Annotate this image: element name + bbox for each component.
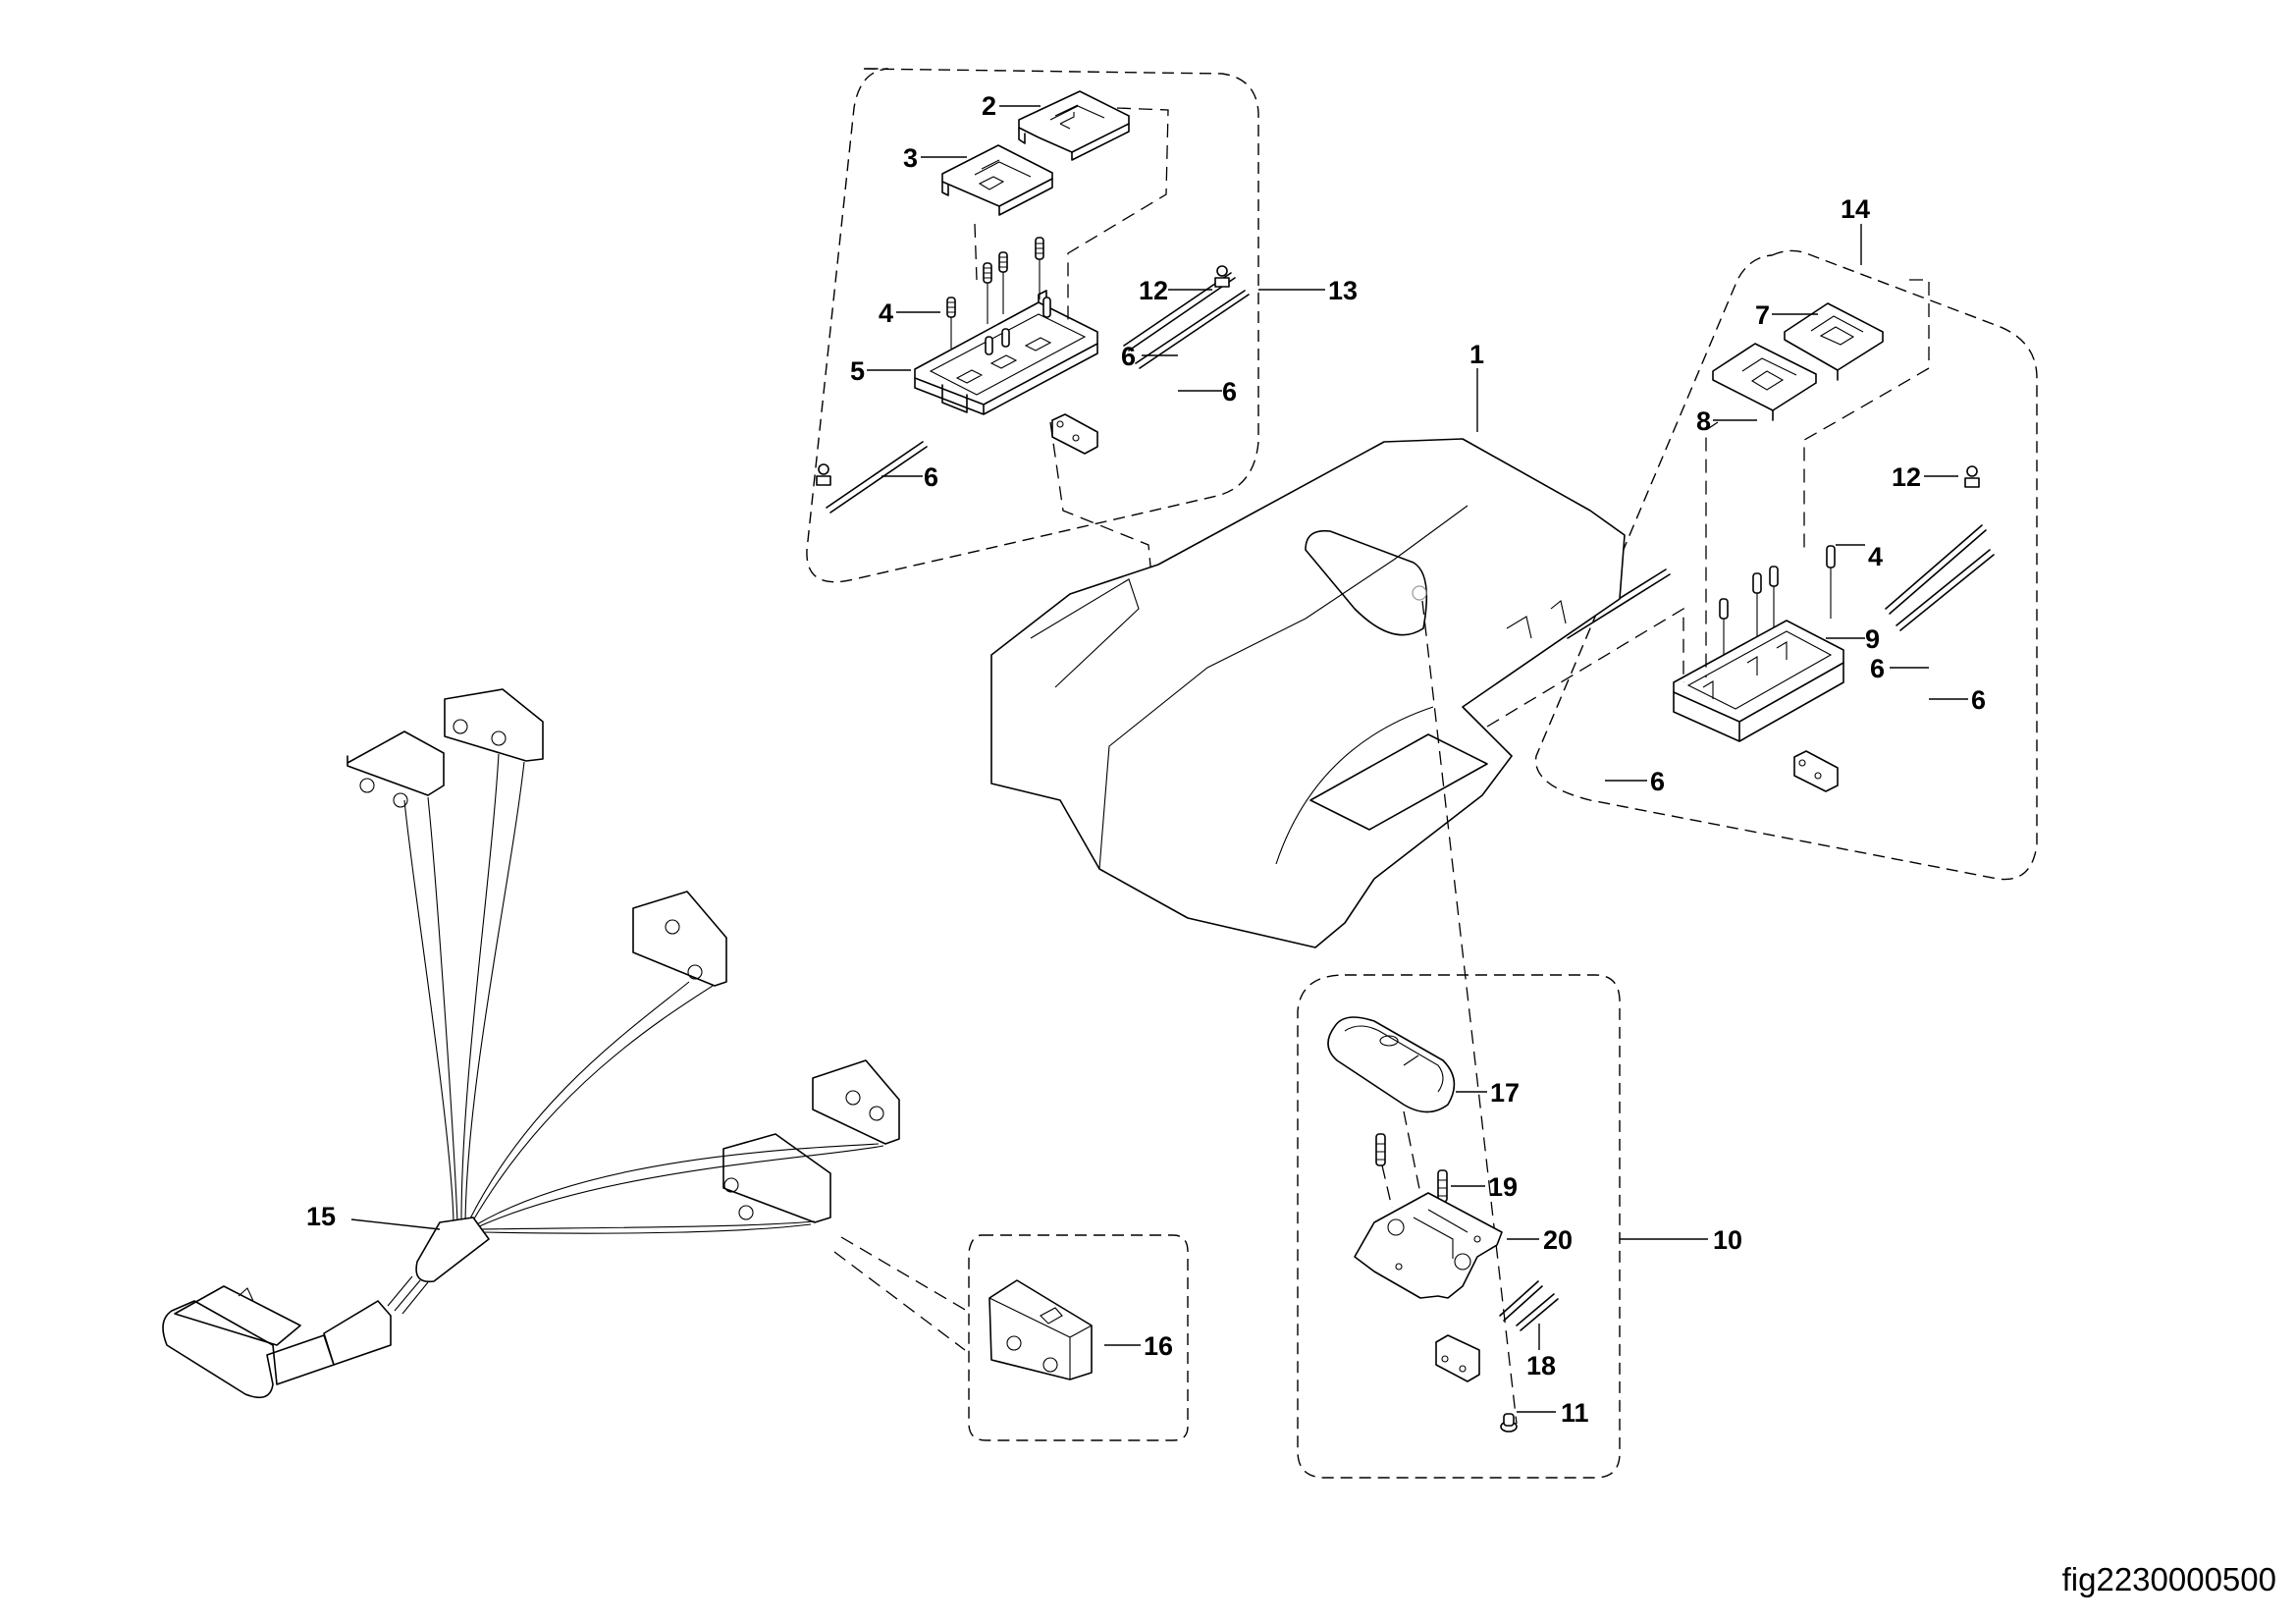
harness-micro-switch	[812, 1059, 900, 1145]
pins-group-14	[1563, 524, 1995, 639]
callout-3: 3	[903, 143, 918, 173]
callout-15: 15	[306, 1202, 336, 1231]
switch-carrier-9	[1673, 620, 1844, 742]
callout-6: 6	[1971, 685, 1986, 715]
callout-6: 6	[1222, 377, 1237, 406]
callout-7: 7	[1755, 300, 1770, 330]
group-13-boundary	[806, 68, 1259, 583]
micro-switch-group-10	[1435, 1334, 1480, 1382]
callout-11: 11	[1561, 1398, 1589, 1428]
clip-bottom-left	[816, 463, 831, 486]
micro-switch-16	[988, 1279, 1093, 1380]
callout-14: 14	[1841, 194, 1870, 224]
callout-16: 16	[1144, 1331, 1173, 1361]
callout-4: 4	[879, 298, 893, 328]
springs-group-13	[946, 237, 1044, 349]
pins-group-13	[826, 272, 1250, 514]
assembly-line	[1421, 600, 1518, 1425]
callout-9: 9	[1865, 624, 1880, 654]
callout-20: 20	[1543, 1225, 1573, 1255]
callout-6: 6	[1121, 342, 1136, 371]
callout-6: 6	[1870, 654, 1885, 683]
switch-carrier-5	[914, 290, 1098, 415]
callout-8: 8	[1696, 406, 1711, 436]
harness-connector	[162, 1275, 429, 1399]
figure-id: fig2230000500	[2061, 1561, 2276, 1597]
callout-12: 12	[1892, 462, 1921, 492]
assembly-line	[974, 107, 1169, 324]
switch-cover-2	[1018, 90, 1130, 161]
switch-cover-8	[1712, 343, 1817, 421]
assembly-line	[1803, 279, 1930, 550]
springs-group-10	[1375, 1110, 1454, 1258]
callout-10: 10	[1713, 1225, 1742, 1255]
micro-switch-group-13	[1051, 413, 1098, 455]
callout-6: 6	[1650, 767, 1665, 796]
callout-1: 1	[1469, 340, 1484, 369]
assembly-line	[833, 1236, 968, 1351]
harness-micro-switch	[632, 891, 727, 987]
main-housing-1	[990, 438, 1626, 948]
pins-18	[1499, 1280, 1559, 1331]
switch-cover-7	[1784, 302, 1884, 381]
group-16-micro-switch	[968, 1234, 1189, 1441]
springs-group-14	[1719, 545, 1836, 677]
callout-4: 4	[1868, 542, 1883, 571]
harness-micro-switch	[444, 688, 544, 762]
callout-6: 6	[924, 462, 938, 492]
harness-sleeve	[415, 1217, 490, 1283]
group-14-boundary	[1534, 249, 2038, 881]
callout-19: 19	[1488, 1172, 1518, 1202]
leader-15	[350, 1218, 441, 1230]
base-plate-20	[1354, 1192, 1503, 1299]
rivet-11	[1500, 1413, 1518, 1433]
micro-switch-group-14	[1793, 750, 1839, 792]
group-10-horn-switch-assembly	[1297, 974, 1621, 1479]
callout-leaders	[350, 105, 1968, 1413]
callout-2: 2	[982, 91, 996, 121]
callout-12: 12	[1139, 276, 1168, 305]
switch-cover-3	[941, 144, 1053, 216]
harness-wires	[403, 753, 884, 1234]
group-13-switch-assembly	[806, 68, 1259, 610]
callout-17: 17	[1490, 1078, 1520, 1108]
group-16-boundary	[968, 1234, 1189, 1441]
harness-micro-switch	[347, 730, 445, 808]
horn-button-17	[1327, 1016, 1456, 1113]
assembly-line	[1705, 421, 1719, 677]
group-14-switch-assembly	[1486, 249, 2038, 881]
callout-labels: 1 2 3 4 5 6 6 6 12 13 14 7 8 4 9 12 6 6 …	[306, 91, 1986, 1428]
assembly-line	[1486, 607, 1684, 728]
callout-5: 5	[850, 356, 865, 386]
clip-12-right	[1964, 465, 1980, 488]
wire-harness-15	[162, 688, 900, 1399]
group-10-boundary	[1297, 974, 1621, 1479]
callout-18: 18	[1526, 1351, 1556, 1380]
callout-13: 13	[1328, 276, 1358, 305]
assembly-line	[1049, 421, 1155, 610]
clip-12-top-left	[1214, 265, 1230, 288]
